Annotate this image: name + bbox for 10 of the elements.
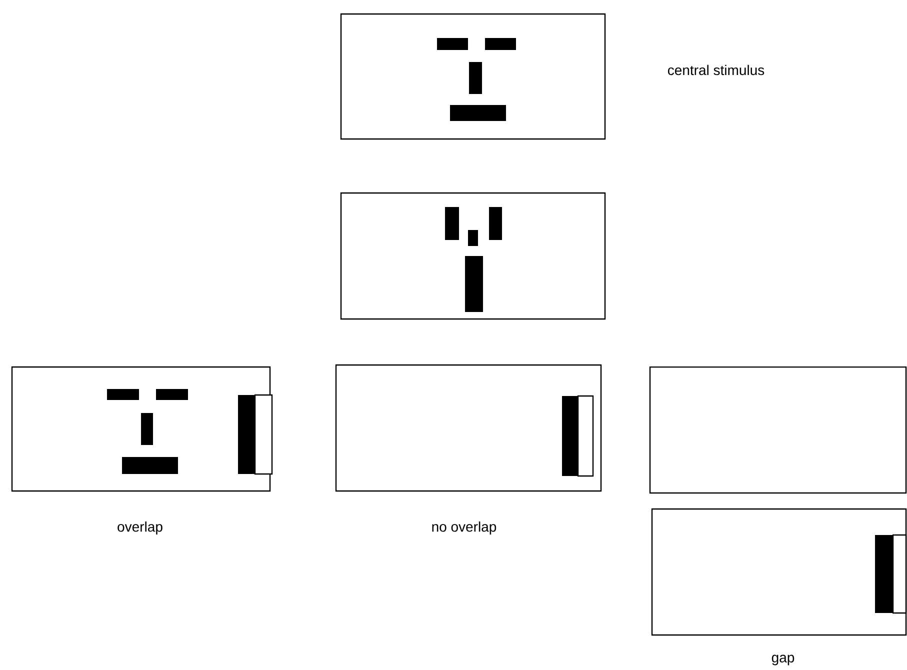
screen-box bbox=[651, 508, 907, 636]
screen-box bbox=[649, 366, 907, 494]
screen-box bbox=[335, 364, 602, 492]
screen-box bbox=[340, 192, 606, 320]
screen-caption: overlap bbox=[118, 521, 162, 535]
screen-caption: no overlap bbox=[432, 521, 496, 535]
screen-caption: gap bbox=[772, 654, 794, 666]
screen-box bbox=[340, 13, 606, 140]
screen-box bbox=[11, 366, 271, 492]
stimulus-caption: central stimulus bbox=[668, 64, 764, 76]
